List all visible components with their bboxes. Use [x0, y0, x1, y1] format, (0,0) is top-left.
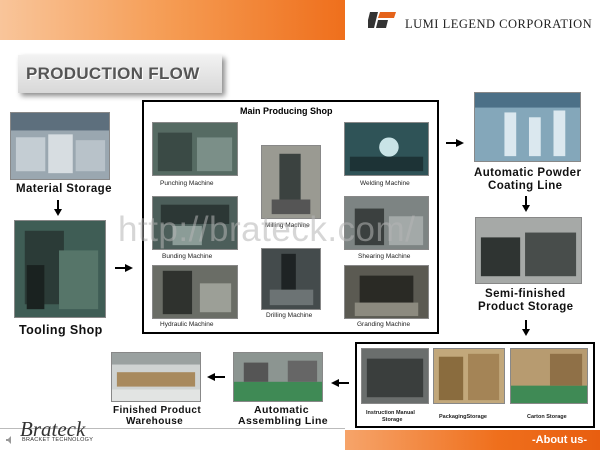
assembling-label-2: Assembling Line: [238, 415, 329, 427]
arrow-right-icon: [446, 139, 464, 147]
carton-storage-label: Carton Storage: [527, 414, 567, 420]
arrow-left-icon: [207, 373, 225, 381]
arrow-right-icon: [115, 264, 133, 272]
punching-machine-photo: [152, 122, 238, 176]
instruction-manual-storage-photo: [361, 348, 429, 404]
speaker-icon[interactable]: [6, 436, 14, 444]
drilling-machine-label: Drilling Machine: [266, 312, 313, 319]
arrow-down-icon: [54, 200, 62, 216]
about-us-link[interactable]: -About us-: [532, 434, 587, 446]
footer-orange-band: [345, 430, 600, 450]
semi-finished-label-1: Semi-finished: [485, 288, 566, 300]
drilling-machine-photo: [261, 248, 321, 310]
brateck-logo: Brateck: [20, 417, 86, 441]
finished-warehouse-photo: [111, 352, 201, 402]
shearing-machine-label: Shearing Machine: [358, 253, 411, 260]
company-name: LUMI LEGEND CORPORATION: [405, 17, 593, 31]
finished-label-1: Finished Product: [113, 405, 202, 416]
granding-machine-label: Granding Machine: [357, 321, 411, 328]
main-shop-title: Main Producing Shop: [240, 106, 333, 116]
welding-machine-label: Welding Machine: [360, 180, 410, 187]
hydraulic-machine-photo: [152, 265, 238, 319]
instruction-manual-label-1: Instruction Manual: [366, 410, 415, 416]
instruction-manual-label-2: Storage: [382, 417, 403, 423]
hydraulic-machine-label: Hydraulic Machine: [160, 321, 214, 328]
tooling-shop-photo: [14, 220, 106, 318]
material-storage-label: Material Storage: [16, 183, 112, 195]
lumi-logo-icon: [368, 12, 396, 28]
milling-machine-photo: [261, 145, 321, 219]
footer-divider: [0, 428, 345, 429]
material-storage-photo: [10, 112, 110, 180]
welding-machine-photo: [344, 122, 429, 176]
packaging-storage-photo: [433, 348, 505, 404]
header-company-area: [345, 0, 600, 38]
packaging-storage-label: PackagingStorage: [439, 414, 487, 420]
semi-finished-storage-photo: [475, 217, 582, 284]
bending-machine-photo: [152, 196, 238, 250]
header-orange-band: [0, 0, 345, 40]
milling-machine-label: Milling Machine: [265, 222, 310, 229]
granding-machine-photo: [344, 265, 429, 319]
arrow-down-icon: [522, 196, 530, 212]
title-plate: [18, 55, 222, 93]
bending-machine-label: Bunding Machine: [162, 253, 213, 260]
watermark-url: http://brateck.com/: [118, 210, 416, 249]
powder-coating-label-1: Automatic Powder: [474, 167, 582, 179]
semi-finished-label-2: Product Storage: [478, 301, 574, 313]
arrow-down-icon: [522, 320, 530, 336]
tooling-shop-label: Tooling Shop: [19, 323, 103, 337]
arrow-left-icon: [331, 379, 349, 387]
punching-machine-label: Punching Machine: [160, 180, 214, 187]
shearing-machine-photo: [344, 196, 429, 250]
page-title: PRODUCTION FLOW: [26, 64, 200, 83]
assembling-label-1: Automatic: [254, 404, 309, 416]
assembling-line-photo: [233, 352, 323, 402]
carton-storage-photo: [510, 348, 588, 404]
finished-label-2: Warehouse: [126, 416, 184, 427]
brateck-tagline: BRACKET TECHNOLOGY: [22, 437, 94, 443]
powder-coating-label-2: Coating Line: [488, 180, 563, 192]
powder-coating-photo: [474, 92, 581, 162]
